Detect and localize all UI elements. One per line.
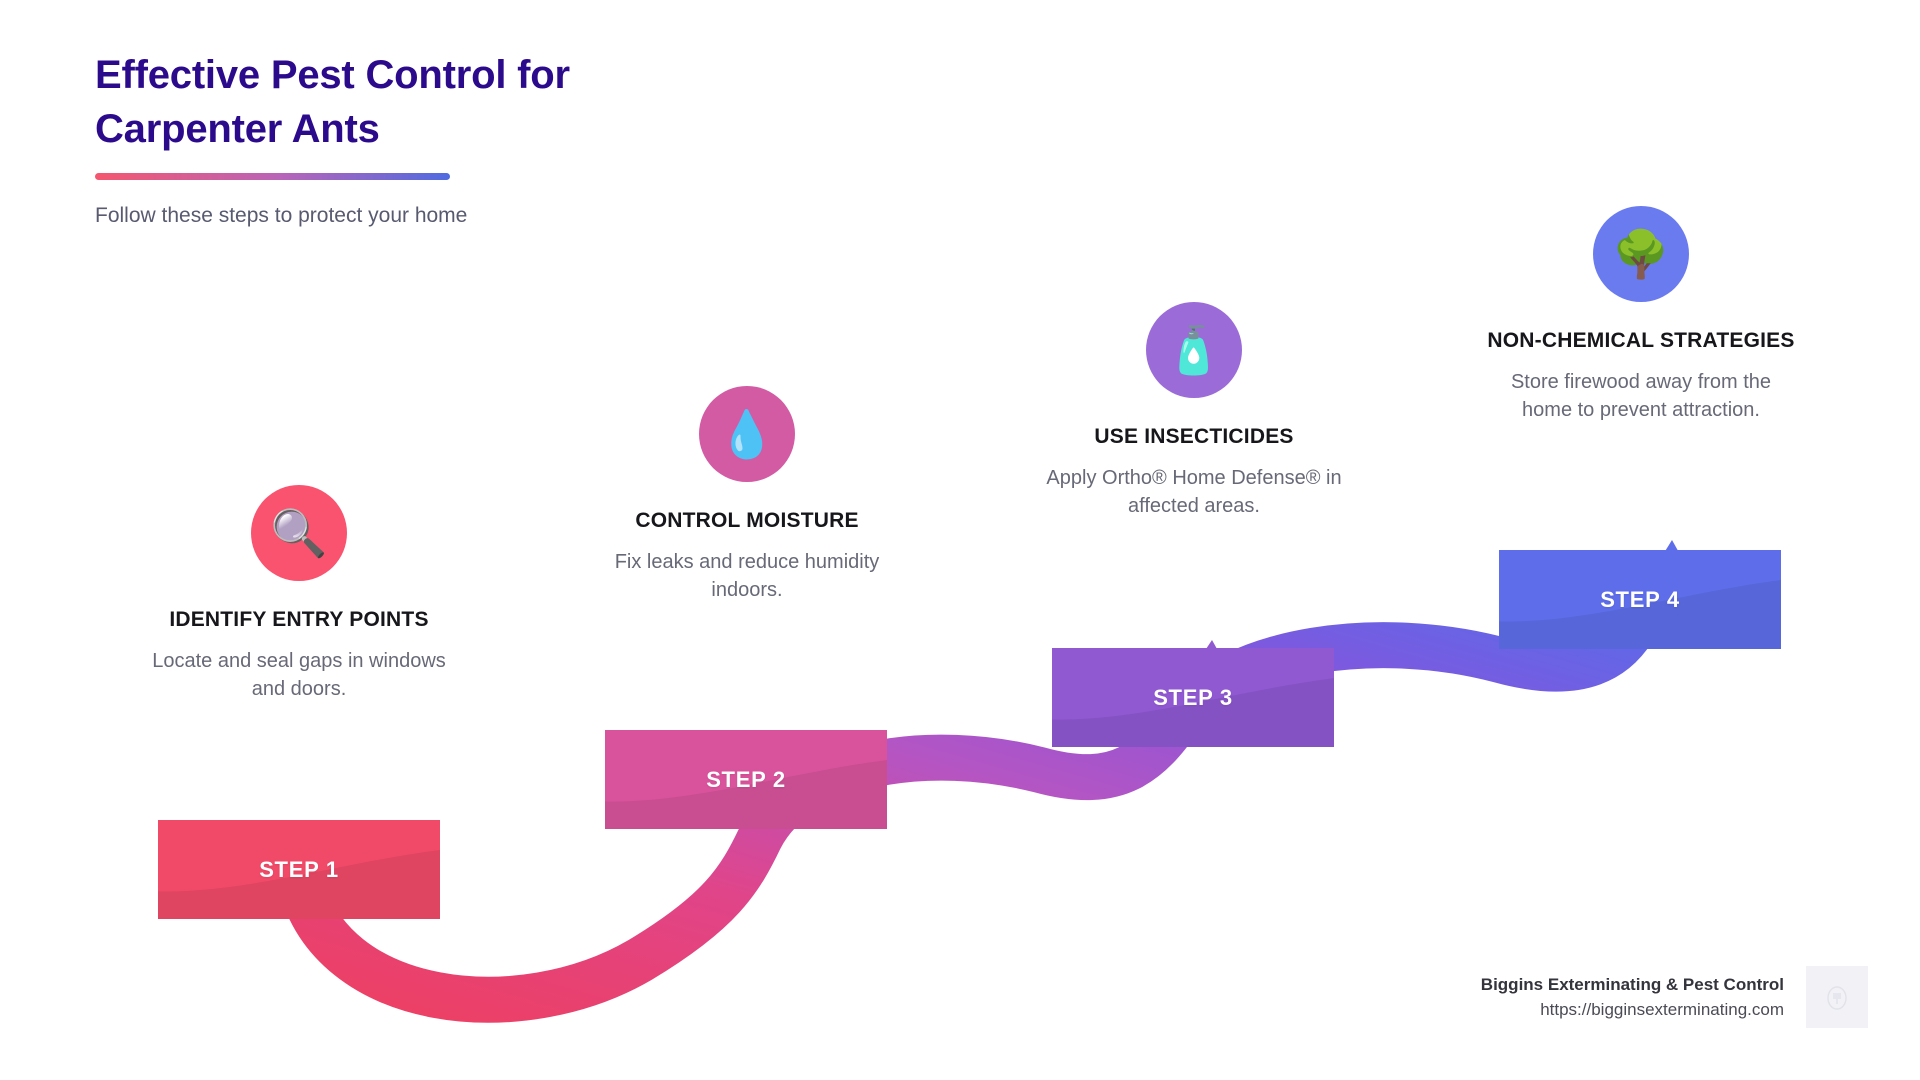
banner-surface (1499, 550, 1781, 649)
step-description: Locate and seal gaps in windows and door… (152, 649, 446, 701)
title-underline-rule (95, 172, 450, 180)
step-item-2: 💧 CONTROL MOISTURE Fix leaks and reduce … (582, 386, 912, 605)
step-description: Fix leaks and reduce humidity indoors. (614, 550, 880, 602)
step-banner-4[interactable]: STEP 4 (1499, 550, 1781, 649)
step-description: Store firewood away from the home to pre… (1510, 370, 1772, 422)
step-heading: USE INSECTICIDES (1094, 425, 1294, 448)
page-subtitle: Follow these steps to protect your home (95, 203, 468, 227)
footer-branding: Biggins Exterminating & Pest Control htt… (1481, 966, 1868, 1028)
step-banner-label: STEP 1 (259, 856, 339, 882)
step-item-1: 🔍 IDENTIFY ENTRY POINTS Locate and seal … (134, 485, 464, 704)
company-name: Biggins Exterminating & Pest Control (1480, 974, 1784, 994)
step-banner-label: STEP 3 (1153, 684, 1233, 710)
step-item-4: 🌳 NON-CHEMICAL STRATEGIES Store firewood… (1476, 206, 1806, 425)
company-logo-placeholder (1806, 966, 1868, 1028)
footer-text-block: Biggins Exterminating & Pest Control htt… (1481, 972, 1784, 1023)
banner-wave-decoration (605, 759, 887, 829)
banner-surface (158, 820, 440, 919)
banner-wave-decoration (1499, 579, 1781, 649)
step-banner-2[interactable]: STEP 2 (605, 730, 887, 829)
step-banner-label: STEP 4 (1600, 586, 1680, 612)
step-banner-1[interactable]: STEP 1 (158, 820, 440, 919)
step-item-3: 🧴 USE INSECTICIDES Apply Ortho® Home Def… (1029, 302, 1359, 521)
banner-surface (605, 730, 887, 829)
page-title: Effective Pest Control for Carpenter Ant… (95, 53, 570, 152)
magnifying-glass-icon: 🔍 (251, 485, 347, 581)
header: Effective Pest Control for Carpenter Ant… (95, 48, 855, 229)
banner-surface (1052, 648, 1334, 747)
company-url[interactable]: https://bigginsexterminating.com (1540, 1000, 1784, 1019)
step-description: Apply Ortho® Home Defense® in affected a… (1046, 466, 1342, 518)
step-heading: NON-CHEMICAL STRATEGIES (1487, 329, 1795, 352)
logo-mark-icon (1827, 986, 1847, 1010)
banner-wave-decoration (1052, 677, 1334, 747)
water-droplet-icon: 💧 (699, 386, 795, 482)
step-heading: CONTROL MOISTURE (635, 509, 859, 532)
step-banner-3[interactable]: STEP 3 (1052, 648, 1334, 747)
lotion-bottle-icon: 🧴 (1146, 302, 1242, 398)
step-heading: IDENTIFY ENTRY POINTS (169, 608, 429, 631)
banner-wave-decoration (158, 849, 440, 919)
step-banner-label: STEP 2 (706, 766, 786, 792)
tree-icon: 🌳 (1593, 206, 1689, 302)
